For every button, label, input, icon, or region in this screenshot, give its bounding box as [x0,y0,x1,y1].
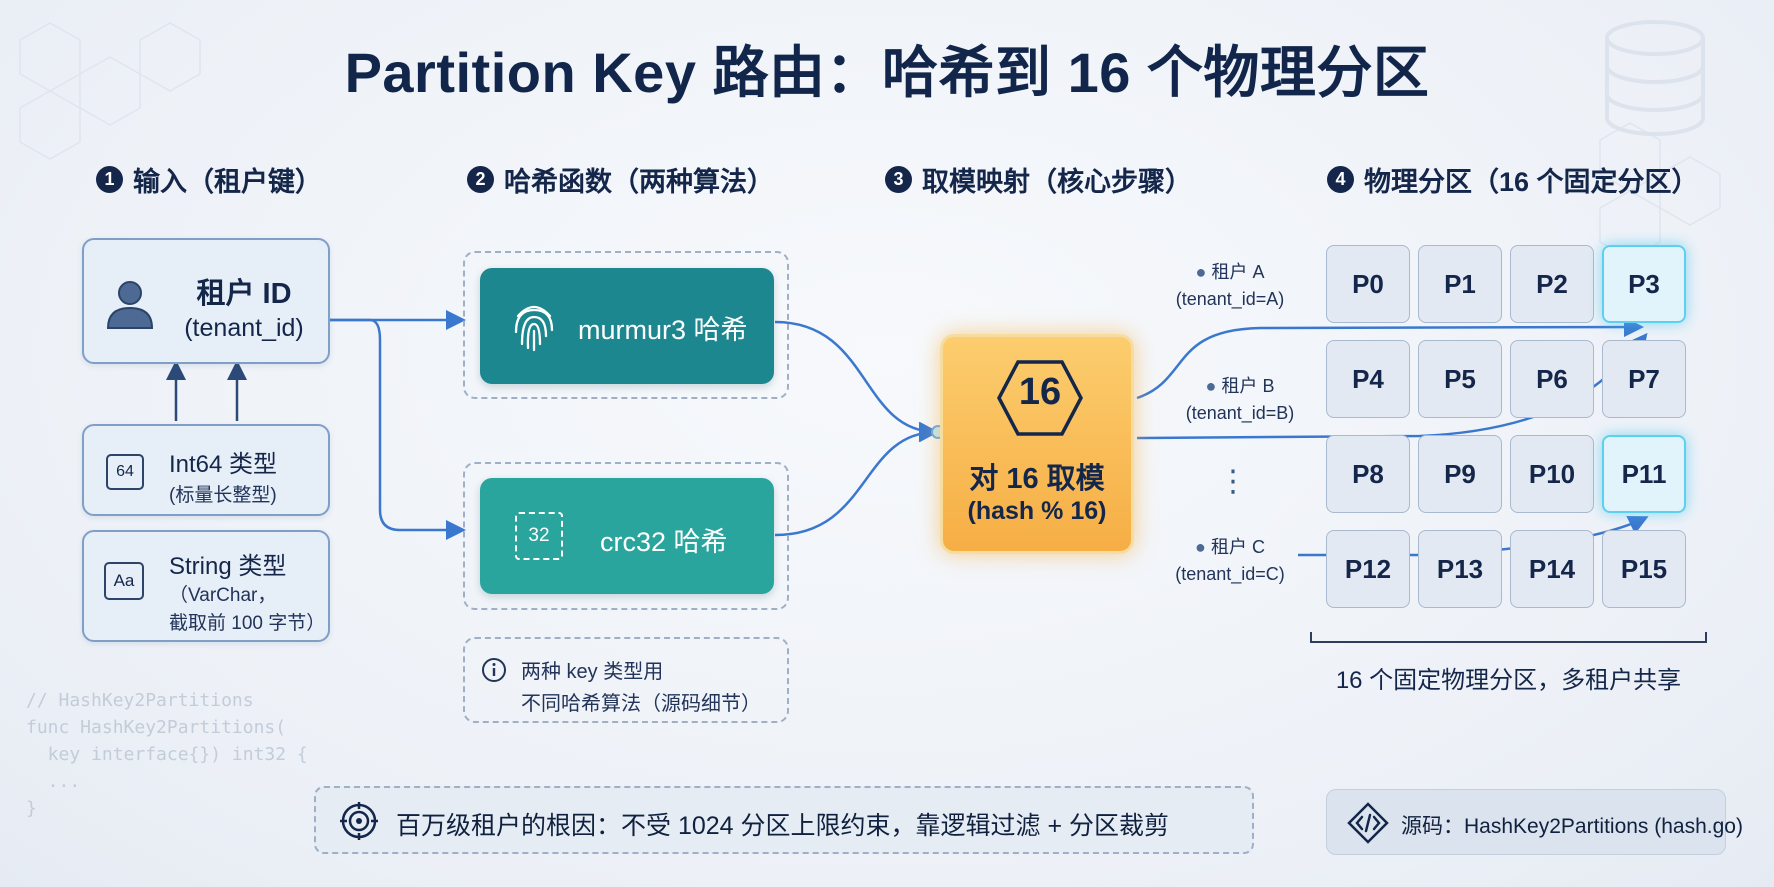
note-line2: 不同哈希算法（源码细节） [521,693,761,715]
tenant-id-text: (tenant_id=A) [1175,289,1285,309]
partition-bracket [1310,632,1707,643]
string-line1: （VarChar， [169,585,277,606]
step-4-header: 4 物理分区（16 个固定分区） [1327,160,1699,199]
int64-type-card: 64 Int64 类型 (标量长整型) [82,424,330,516]
arrow-input-to-crc [330,318,466,540]
crc32-hash-box: 32 crc32 哈希 [480,478,774,594]
step-number: 2 [467,166,494,193]
string-badge-icon: Aa [104,562,144,600]
code-line: key interface{}) int32 { [26,744,308,765]
int64-title: Int64 类型 [169,451,278,478]
step-number: 4 [1327,166,1354,193]
partition-p10: P10 [1510,435,1594,513]
partition-p14: P14 [1510,530,1594,608]
string-title: String 类型 [169,553,287,580]
partition-p0: P0 [1326,245,1410,323]
partition-p12: P12 [1326,530,1410,608]
step-1-header: 1 输入（租户键） [96,160,322,199]
step-number: 3 [885,166,912,193]
partition-p8: P8 [1326,435,1410,513]
tenant-id-title: 租户 ID [196,278,292,310]
user-icon [106,281,154,329]
step-label: 哈希函数（两种算法） [504,167,774,197]
partition-p7: P7 [1602,340,1686,418]
code-watermark: // HashKey2Partitions func HashKey2Partit… [26,687,308,822]
step-label: 输入（租户键） [133,167,322,197]
tenant-name: 租户 B [1221,376,1275,396]
info-icon [482,658,506,682]
source-badge: 源码：HashKey2Partitions (hash.go) [1326,789,1743,855]
step-2-header: 2 哈希函数（两种算法） [467,160,774,199]
step-3-header: 3 取模映射（核心步骤） [885,160,1192,199]
crc-group [463,462,789,610]
user-small-icon: ● [1205,376,1217,396]
partition-p11: P11 [1602,435,1686,513]
partition-p9: P9 [1418,435,1502,513]
tenant-id-text: (tenant_id=B) [1185,403,1295,423]
tenant-name: 租户 A [1211,262,1265,282]
arrow-mod-to-p3 [1136,317,1644,400]
crc32-badge-icon: 32 [515,512,563,560]
murmur3-label: murmur3 哈希 [578,315,748,345]
tenant-a-label: ● 租户 A (tenant_id=A) [1160,259,1300,313]
partition-p5: P5 [1418,340,1502,418]
hash-note-box: 两种 key 类型用 不同哈希算法（源码细节） [463,637,789,723]
arrow-murmur-to-mod [774,320,939,442]
partition-p3: P3 [1602,245,1686,323]
code-line: } [26,798,37,819]
modulo-line1: 对 16 取模 [969,463,1105,495]
step-label: 取模映射（核心步骤） [922,167,1192,197]
code-line: ... [26,771,81,792]
tenant-name: 租户 C [1210,537,1265,557]
fingerprint-icon [514,305,554,352]
database-icon [1605,20,1705,136]
partition-p4: P4 [1326,340,1410,418]
tenant-c-label: ● 租户 C (tenant_id=C) [1160,534,1300,588]
step-label: 物理分区（16 个固定分区） [1364,167,1699,197]
user-small-icon: ● [1195,262,1207,282]
int64-badge-icon: 64 [106,454,144,490]
user-small-icon: ● [1195,537,1206,557]
murmur-group [463,251,789,399]
int64-subtitle: (标量长整型) [169,485,277,506]
step-number: 1 [96,166,123,193]
modulo-box: 16 对 16 取模 (hash % 16) [940,334,1134,554]
target-icon [340,802,378,840]
partition-p2: P2 [1510,245,1594,323]
partition-p1: P1 [1418,245,1502,323]
bottom-banner: 百万级租户的根因：不受 1024 分区上限约束，靠逻辑过滤 + 分区裁剪 [314,786,1254,854]
modulo-line2: (hash % 16) [967,497,1107,525]
partition-caption: 16 个固定物理分区，多租户共享 [1335,667,1682,694]
note-line1: 两种 key 类型用 [521,661,664,683]
tenant-b-label: ● 租户 B (tenant_id=B) [1170,373,1310,427]
code-line: // HashKey2Partitions [26,690,254,711]
arrow-crc-to-mod [774,422,939,537]
crc32-label: crc32 哈希 [600,527,728,557]
banner-text: 百万级租户的根因：不受 1024 分区上限约束，靠逻辑过滤 + 分区裁剪 [396,812,1170,840]
string-type-card: Aa String 类型 （VarChar， 截取前 100 字节） [82,530,330,642]
page-title: Partition Key 路由：哈希到 16 个物理分区 [344,41,1430,104]
partition-p13: P13 [1418,530,1502,608]
partition-p6: P6 [1510,340,1594,418]
code-icon [1347,802,1389,844]
tenant-id-text: (tenant_id=C) [1175,564,1285,584]
code-line: func HashKey2Partitions( [26,717,287,738]
murmur3-hash-box: murmur3 哈希 [480,268,774,384]
string-line2: 截取前 100 字节） [169,613,326,634]
source-text: 源码：HashKey2Partitions (hash.go) [1401,815,1743,838]
tenant-id-card: 租户 ID (tenant_id) [82,238,330,364]
tenant-id-subtitle: (tenant_id) [184,314,304,342]
partition-p15: P15 [1602,530,1686,608]
modulo-badge: 16 [1018,371,1062,413]
tenant-ellipsis: ⋮ [1218,465,1248,498]
hexagon-icon [997,360,1083,436]
